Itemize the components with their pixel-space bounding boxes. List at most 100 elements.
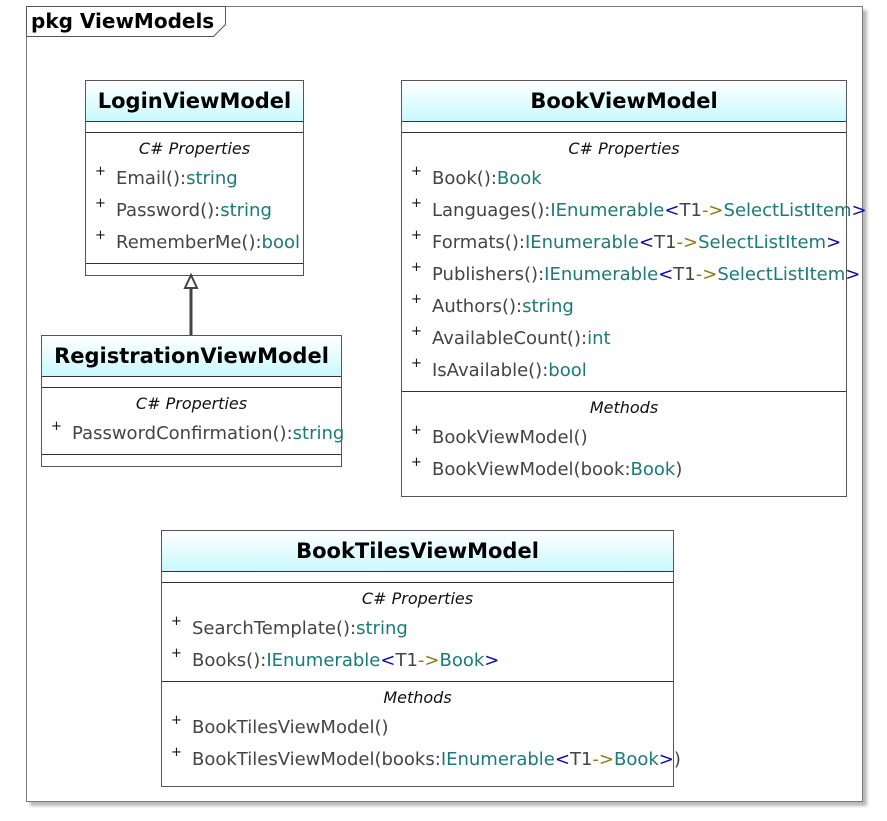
visibility-marker: + — [411, 164, 422, 179]
property-languages[interactable]: +Languages():IEnumerable<T1->SelectListI… — [402, 195, 867, 227]
property-password-confirmation[interactable]: +PasswordConfirmation():string — [42, 418, 344, 450]
visibility-marker: + — [411, 455, 422, 470]
method-constructor-book[interactable]: +BookViewModel(book:Book) — [402, 454, 846, 486]
generic-arrow: -> — [695, 264, 718, 285]
visibility-marker: + — [411, 260, 422, 275]
param-type: Book — [630, 459, 676, 480]
section-title: C# Properties — [138, 139, 251, 158]
property-type: IEnumerable — [266, 650, 381, 671]
method-signature: BookViewModel(book — [432, 459, 625, 480]
property-name: AvailableCount() — [432, 328, 581, 349]
property-password[interactable]: + Password():string — [86, 195, 303, 227]
colon: : — [179, 168, 187, 189]
visibility-marker: + — [171, 614, 182, 629]
generic-close: > — [845, 264, 861, 285]
generic-open: < — [658, 264, 674, 285]
property-type: bool — [548, 360, 587, 381]
class-name: RegistrationViewModel — [42, 336, 341, 377]
visibility-marker: + — [95, 196, 106, 211]
property-remember-me[interactable]: + RememberMe():bool — [86, 227, 303, 259]
method-constructor[interactable]: + BookViewModel() — [402, 422, 846, 454]
generic-inner-type: Book — [613, 749, 659, 770]
properties-compartment: C# Properties +Email():string +Password(… — [86, 133, 303, 264]
property-type: IEnumerable — [544, 264, 659, 285]
generic-param: T1 — [654, 232, 677, 253]
generic-open: < — [664, 200, 680, 221]
property-name: Authors() — [432, 296, 517, 317]
property-type: string — [292, 423, 345, 444]
properties-compartment: C# Properties +PasswordConfirmation():st… — [42, 388, 344, 455]
property-type: Book — [496, 168, 542, 189]
visibility-marker: + — [411, 228, 422, 243]
param-type: IEnumerable — [440, 749, 555, 770]
generic-close: > — [851, 200, 867, 221]
generic-arrow: -> — [676, 232, 699, 253]
visibility-marker: + — [411, 423, 422, 438]
colon: : — [544, 200, 551, 221]
attributes-compartment — [402, 122, 846, 133]
property-search-template[interactable]: +SearchTemplate():string — [162, 613, 673, 645]
property-email[interactable]: + Email():string — [86, 163, 303, 195]
visibility-marker: + — [411, 356, 422, 371]
visibility-marker: + — [171, 646, 182, 661]
visibility-marker: + — [95, 164, 106, 179]
property-authors[interactable]: +Authors():string — [402, 291, 846, 323]
property-type: string — [220, 200, 272, 221]
attributes-compartment — [42, 377, 341, 388]
class-book-view-model[interactable]: BookViewModel C# Properties +Book():Book… — [401, 80, 867, 497]
property-publishers[interactable]: +Publishers():IEnumerable<T1->SelectList… — [402, 259, 860, 291]
property-type: string — [356, 618, 408, 639]
method-signature: BookViewModel() — [432, 427, 588, 448]
class-name: BookViewModel — [402, 81, 846, 122]
section-title: Methods — [383, 688, 452, 707]
colon: : — [260, 650, 267, 671]
method-constructor[interactable]: +BookTilesViewModel() — [162, 712, 673, 744]
section-title: C# Properties — [361, 589, 474, 608]
method-constructor-books[interactable]: +BookTilesViewModel(books:IEnumerable<T1… — [162, 744, 681, 776]
property-name: Book() — [432, 168, 491, 189]
colon: : — [434, 749, 441, 770]
generic-arrow: -> — [701, 200, 724, 221]
class-registration-view-model[interactable]: RegistrationViewModel C# Properties +Pas… — [41, 335, 344, 467]
property-name: SearchTemplate() — [192, 618, 351, 639]
visibility-marker: + — [411, 324, 422, 339]
visibility-marker: + — [95, 228, 106, 243]
class-login-view-model[interactable]: LoginViewModel C# Properties +Email():st… — [85, 80, 304, 276]
methods-compartment: Methods + BookViewModel() + BookViewModel(… — [402, 392, 846, 490]
property-name: IsAvailable() — [432, 360, 543, 381]
property-name: Languages() — [432, 200, 545, 221]
package-title: pkg ViewModels — [31, 9, 215, 33]
generic-close: > — [658, 749, 674, 770]
colon: : — [538, 264, 545, 285]
class-name: BookTilesViewModel — [162, 531, 673, 572]
property-name: Email() — [116, 168, 180, 189]
property-book[interactable]: +Book():Book — [402, 163, 846, 195]
property-type: IEnumerable — [524, 232, 639, 253]
property-name: RememberMe() — [116, 232, 256, 253]
properties-compartment: C# Properties + SearchTemplate(): string +… — [162, 583, 673, 682]
visibility-marker: + — [51, 419, 62, 434]
method-close: ) — [673, 749, 681, 770]
generic-inner-type: Book — [439, 650, 485, 671]
package-tab — [26, 6, 226, 37]
attributes-compartment — [86, 122, 303, 133]
property-name: Password() — [116, 200, 215, 221]
colon: : — [255, 232, 262, 253]
generic-inner-type: SelectListItem — [717, 264, 846, 285]
property-available-count[interactable]: +AvailableCount():int — [402, 323, 846, 355]
property-type: string — [186, 168, 238, 189]
generic-arrow: -> — [592, 749, 614, 770]
generic-inner-type: SelectListItem — [723, 200, 852, 221]
property-formats[interactable]: +Formats():IEnumerable<T1->SelectListIte… — [402, 227, 846, 259]
class-book-tiles-view-model[interactable]: BookTilesViewModel C# Properties + Search… — [161, 530, 681, 787]
property-type: bool — [261, 232, 300, 253]
property-name: PasswordConfirmation() — [72, 423, 287, 444]
generic-arrow: -> — [417, 650, 440, 671]
generic-open: < — [380, 650, 396, 671]
generic-open: < — [554, 749, 570, 770]
property-books[interactable]: +Books():IEnumerable<T1->Book> — [162, 645, 673, 677]
generalization-arrow[interactable] — [178, 272, 204, 338]
colon: : — [214, 200, 221, 221]
property-is-available[interactable]: +IsAvailable():bool — [402, 355, 846, 387]
section-title: Methods — [589, 398, 659, 417]
